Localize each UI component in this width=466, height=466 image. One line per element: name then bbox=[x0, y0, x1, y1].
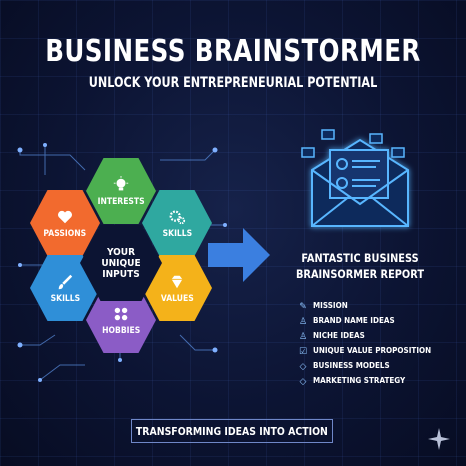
brush-icon bbox=[58, 274, 73, 289]
hex-interests: INTERESTS bbox=[86, 158, 156, 224]
list-item: ♙ NICHE IDEAS bbox=[298, 328, 458, 343]
hobbies-icon bbox=[114, 307, 128, 320]
hex-label: HOBBIES bbox=[101, 325, 141, 336]
center-hex-text: YOUR UNIQUE INPUTS bbox=[101, 246, 141, 280]
diamond-icon: ◇ bbox=[299, 375, 307, 386]
list-item: ◇ MARKETING STRATEGY bbox=[298, 373, 458, 388]
page-title: BUSINESS BRAINSTORMER bbox=[45, 34, 421, 69]
lightbulb-icon bbox=[113, 175, 129, 190]
sparkle-icon bbox=[428, 428, 450, 450]
report-title: FANTASTIC BUSINESS BRAINSORMER REPORT bbox=[295, 251, 425, 281]
list-item-label: UNIQUE VALUE PROPOSITION bbox=[313, 346, 432, 355]
hex-label: SKILLS bbox=[162, 228, 192, 239]
list-item: ✎ MISSION bbox=[298, 298, 458, 313]
hex-label: PASSIONS bbox=[43, 228, 87, 239]
footer-banner: TRANSFORMING IDEAS INTO ACTION bbox=[131, 419, 333, 443]
checkbox-icon: ☑ bbox=[298, 345, 308, 356]
list-item-label: BRAND NAME IDEAS bbox=[313, 316, 395, 325]
page-subtitle: UNLOCK YOUR ENTREPRENEURIAL POTENTIAL bbox=[88, 75, 378, 91]
list-item-label: BUSINESS MODELS bbox=[313, 361, 390, 370]
pencil-icon: ✎ bbox=[299, 300, 307, 311]
gears-icon bbox=[169, 209, 186, 224]
list-item: ♙ BRAND NAME IDEAS bbox=[298, 313, 458, 328]
list-item: ◇ BUSINESS MODELS bbox=[298, 358, 458, 373]
user-icon: ♙ bbox=[298, 330, 308, 341]
hex-label: VALUES bbox=[160, 293, 194, 304]
envelope-report-icon bbox=[301, 129, 409, 227]
user-icon: ♙ bbox=[298, 315, 308, 326]
hex-skills-tech: SKILLS bbox=[142, 190, 212, 256]
diamond-icon bbox=[171, 275, 183, 288]
list-item-label: NICHE IDEAS bbox=[313, 331, 365, 340]
hex-label: SKILLS bbox=[50, 293, 80, 304]
footer-text: TRANSFORMING IDEAS INTO ACTION bbox=[136, 424, 328, 438]
list-item: ☑ UNIQUE VALUE PROPOSITION bbox=[298, 343, 458, 358]
list-item-label: MISSION bbox=[313, 301, 348, 310]
hex-label: INTERESTS bbox=[97, 196, 145, 207]
list-item-label: MARKETING STRATEGY bbox=[313, 376, 406, 385]
diamond-icon: ◇ bbox=[299, 360, 307, 371]
report-items-list: ✎ MISSION ♙ BRAND NAME IDEAS ♙ NICHE IDE… bbox=[298, 298, 458, 388]
heart-icon bbox=[57, 210, 73, 223]
